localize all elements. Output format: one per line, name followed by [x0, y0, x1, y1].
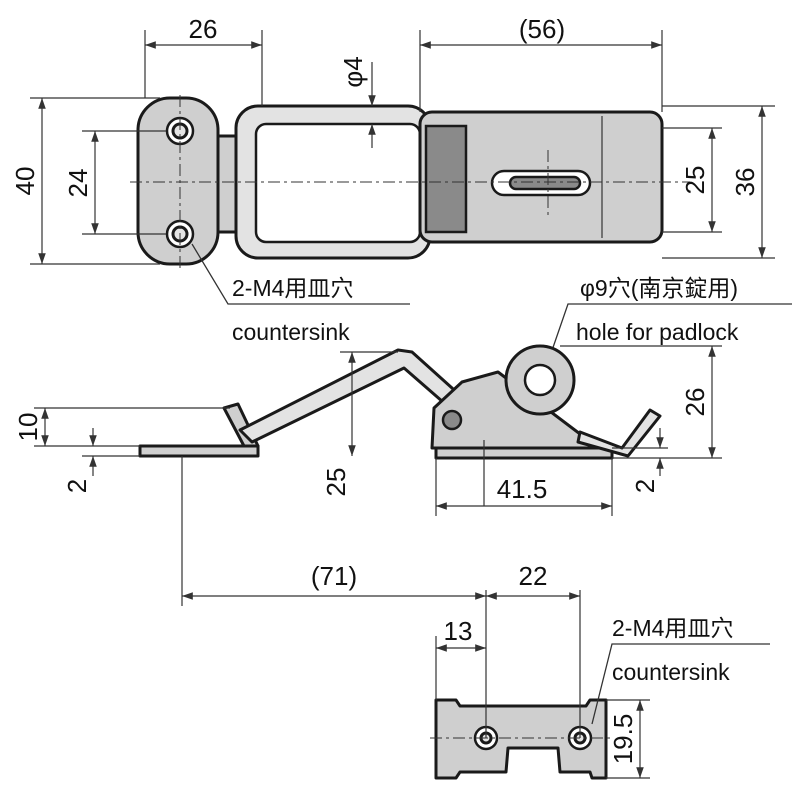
catch-view: (71) 22 13 19.5 2-M4用皿穴 countersink — [181, 456, 770, 780]
dim-total-span: (71) — [311, 561, 357, 591]
top-view: 26 (56) φ4 40 24 25 36 2-M4用皿穴 count — [10, 14, 792, 363]
side-view: 10 2 25 41.5 26 2 — [13, 344, 722, 516]
dim-mount-pitch-y: 24 — [63, 169, 93, 198]
catch-plate — [434, 698, 608, 780]
padlock-note-en: hole for padlock — [576, 319, 739, 345]
side-base-plate — [138, 444, 260, 458]
dim-eye-height: 26 — [680, 388, 710, 417]
catch-screw-note-jp: 2-M4用皿穴 — [612, 615, 733, 641]
wire-loop-inner — [254, 122, 422, 244]
side-hinge-pin — [441, 409, 463, 431]
dim-overall-height: 40 — [10, 167, 40, 196]
screw-note-jp: 2-M4用皿穴 — [232, 275, 353, 301]
dim-clearance: 25 — [321, 468, 351, 497]
catch-screw-note-en: countersink — [612, 659, 730, 685]
dim-thickness-right: 2 — [630, 479, 660, 493]
dim-mount-pitch-x: 26 — [189, 14, 218, 44]
screw-note-en: countersink — [232, 319, 350, 345]
leader-screw-catch — [591, 643, 770, 725]
hasp-hinge-dark — [424, 124, 468, 234]
dim-thickness-left: 2 — [62, 479, 92, 493]
dim-catch-height: 19.5 — [608, 714, 638, 765]
side-eyelet-hole — [523, 363, 557, 397]
padlock-note-jp: φ9穴(南京錠用) — [580, 275, 738, 301]
dim-hasp-length: (56) — [519, 14, 565, 44]
dim-hasp-height: 25 — [680, 166, 710, 195]
dim-catch-length: 41.5 — [497, 474, 548, 504]
dim-catch-offset: 13 — [444, 616, 473, 646]
dim-lever-height: 10 — [13, 413, 43, 442]
leader-padlock — [547, 303, 792, 363]
dim-total-height: 36 — [730, 168, 760, 197]
dim-pin-dia: φ4 — [338, 56, 368, 87]
dim-catch-pitch: 22 — [519, 561, 548, 591]
leader-screw-top — [191, 243, 410, 305]
padlock-slot-inner — [508, 175, 582, 191]
